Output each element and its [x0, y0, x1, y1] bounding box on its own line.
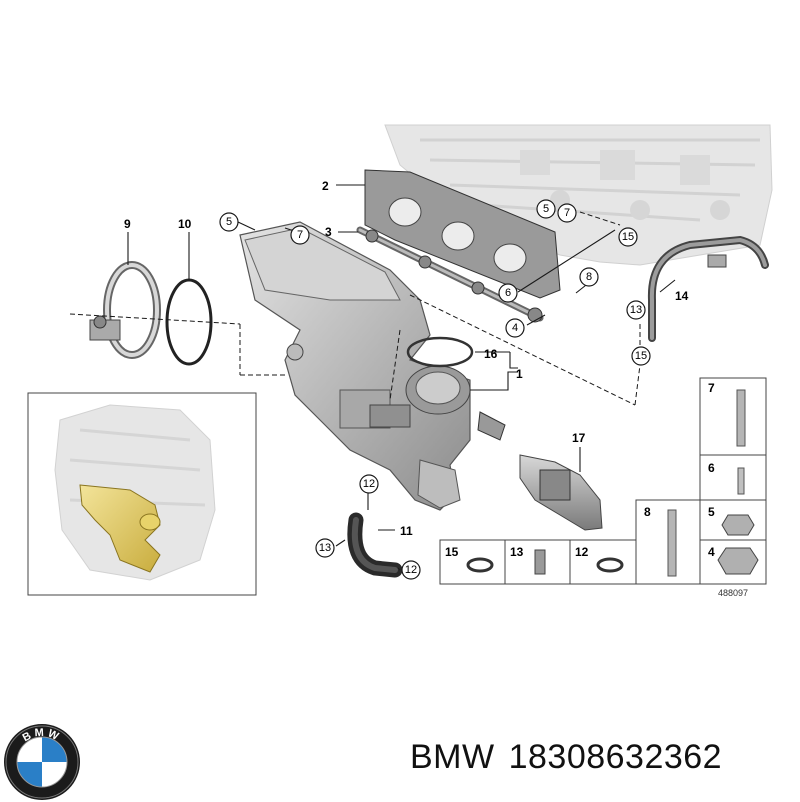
legend-label-7: 7: [708, 381, 715, 395]
svg-text:13: 13: [319, 542, 331, 554]
svg-text:5: 5: [543, 203, 549, 215]
callout-2: 2: [322, 179, 329, 193]
brand-name: BMW: [410, 738, 495, 776]
svg-text:12: 12: [405, 564, 417, 576]
callout-8: 8: [579, 267, 599, 287]
legend-label-8: 8: [644, 505, 651, 519]
svg-text:4: 4: [512, 322, 518, 334]
footer: BMW BMW 18308632362: [0, 700, 800, 800]
callout-15-bottom: 15: [631, 346, 651, 366]
exhaust-manifold-gasket: [364, 169, 561, 299]
engine-overview-inset: [27, 392, 257, 596]
cylinder-head-illustration: [384, 124, 773, 266]
bmw-logo-icon: BMW: [4, 724, 80, 800]
callout-13-left: 13: [315, 538, 335, 558]
legend-label-6: 6: [708, 461, 715, 475]
callout-15-top: 15: [618, 227, 638, 247]
callout-12-bottom: 12: [401, 560, 421, 580]
svg-text:7: 7: [564, 207, 570, 219]
callout-circles: 5 7 5 7 15 6 8 4 13 15 12 13 12: [219, 199, 651, 580]
part-caption: BMW 18308632362: [410, 738, 736, 777]
part-number: 18308632362: [508, 738, 723, 776]
callout-4: 4: [505, 318, 525, 338]
svg-text:12: 12: [363, 478, 375, 490]
callout-14: 14: [675, 289, 689, 303]
callout-6: 6: [498, 283, 518, 303]
legend-label-13: 13: [510, 545, 524, 559]
callout-1: 1: [516, 367, 523, 381]
legend-label-12: 12: [575, 545, 589, 559]
stud-bolts: [356, 226, 544, 323]
svg-text:7: 7: [297, 229, 303, 241]
turbocharger-illustration: [239, 221, 471, 511]
legend-label-4: 4: [708, 545, 715, 559]
callout-17: 17: [572, 431, 586, 445]
callout-11: 11: [400, 524, 413, 538]
illustration-reference-number: 488097: [718, 588, 748, 598]
svg-text:15: 15: [622, 231, 634, 243]
legend-label-5: 5: [708, 505, 715, 519]
callout-16: 16: [484, 347, 498, 361]
o-ring-16: [406, 336, 474, 368]
callout-labels: 2 3 9 10 16 1 14 17 11 7 6 8 5 4 15 13 1…: [124, 179, 748, 598]
callout-13-right: 13: [626, 300, 646, 320]
callout-5-left: 5: [219, 212, 239, 232]
callout-7-right: 7: [557, 203, 577, 223]
svg-text:15: 15: [635, 350, 647, 362]
v-band-clamp: [89, 261, 161, 359]
callout-9: 9: [124, 217, 131, 231]
svg-text:13: 13: [630, 304, 642, 316]
callout-10: 10: [178, 217, 192, 231]
wastegate-actuator: [477, 411, 603, 531]
callout-7-left: 7: [290, 225, 310, 245]
small-parts-legend: [439, 377, 767, 585]
callout-5-right: 5: [536, 199, 556, 219]
coolant-hose: [347, 512, 403, 578]
svg-text:6: 6: [505, 287, 511, 299]
sealing-ring-10: [165, 278, 213, 366]
legend-label-15: 15: [445, 545, 459, 559]
svg-text:BMW: BMW: [21, 727, 64, 745]
svg-text:5: 5: [226, 216, 232, 228]
oil-feed-line: [647, 235, 769, 342]
svg-text:8: 8: [586, 271, 592, 283]
callout-3: 3: [325, 225, 332, 239]
callout-12-top: 12: [359, 474, 379, 494]
